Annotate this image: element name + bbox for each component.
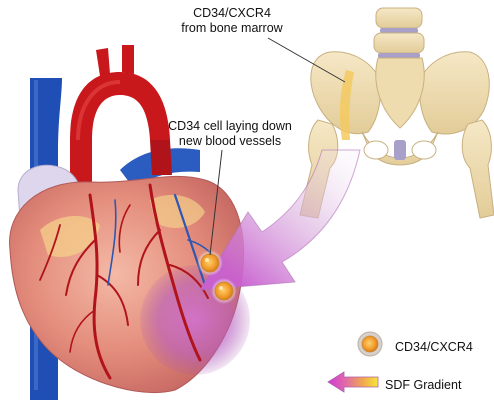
vertebral-disc [378,53,420,58]
femur-right [462,120,494,218]
sacrum [376,58,424,128]
legend-sdf-arrow [328,372,378,392]
cd34-cell-lower [211,278,237,304]
vertebra [376,8,422,28]
legend-cell-symbol [354,328,386,360]
bone-marrow-label: CD34/CXCR4 from bone marrow [162,6,302,36]
bone-marrow-label-line1: CD34/CXCR4 [162,6,302,21]
bone-marrow-label-line2: from bone marrow [162,21,302,36]
obturator-foramen [412,141,436,159]
legend-sdf-label: SDF Gradient [385,378,461,392]
cd34-cell-label-line2: new blood vessels [150,134,310,149]
legend-cell-label: CD34/CXCR4 [395,340,473,354]
vertebra [374,33,424,53]
cd34-cell-label-line1: CD34 cell laying down [150,119,310,134]
vertebral-disc [380,28,418,33]
cd34-cell-label: CD34 cell laying down new blood vessels [150,119,310,149]
obturator-foramen [364,141,388,159]
pubic-symphysis [394,140,406,160]
